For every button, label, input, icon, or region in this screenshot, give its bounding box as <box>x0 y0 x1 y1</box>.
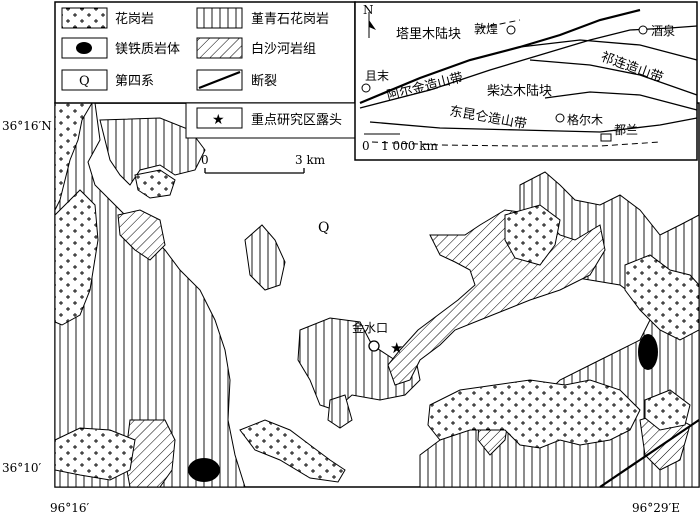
amphibole-granite-west <box>54 102 246 488</box>
inset-label-dulan: 都兰 <box>614 123 638 137</box>
lat-bottom-label: 36°10′ <box>2 461 42 475</box>
map-scale-zero: 0 <box>201 153 209 167</box>
amphibole-granite-small <box>327 394 353 429</box>
inset-north: N <box>363 3 374 17</box>
inset-label-golmud: 格尔木 <box>567 112 603 127</box>
granite-top-blob <box>134 169 176 199</box>
site-marker <box>368 340 380 352</box>
inset-fault-kunlun-north <box>544 91 698 111</box>
inset-fault-dashed-north <box>479 19 521 29</box>
inset-label-dunhuang: 敦煌 <box>474 21 498 36</box>
inset-fault-dashed <box>371 141 661 147</box>
site-label: 金水口 <box>352 320 388 335</box>
outcrop-star: ★ <box>390 339 403 357</box>
north-arrowhead-icon <box>369 20 376 30</box>
legend-label-baishahe: 白沙河岩组 <box>251 41 316 57</box>
ultramafic-body-east <box>638 334 658 370</box>
ultramafic-body-south <box>188 458 220 482</box>
granite-south-west <box>54 427 136 481</box>
lon-right-label: 96°29′E <box>632 501 680 515</box>
legend-label-outcrop: 重点研究区露头 <box>251 112 342 128</box>
fault-southeast <box>599 419 700 488</box>
granite-east-large <box>624 254 700 341</box>
legend-ultramafic-icon <box>76 42 92 54</box>
inset-label-jiuquan: 酒泉 <box>651 24 675 38</box>
inset-label-qaidam: 柴达木陆块 <box>487 83 552 99</box>
inset-study-area-box <box>600 133 612 142</box>
legend-label-quaternary: 第四系 <box>115 74 154 89</box>
legend-label-amphibole: 堇青石花岗岩 <box>251 11 329 27</box>
legend-outcrop-symbol: ★ <box>212 112 225 128</box>
amphibole-granite-mid <box>297 317 421 411</box>
inset-fault-qilian-south <box>529 59 698 96</box>
lon-left-label: 96°16′ <box>50 501 90 515</box>
inset-city-dunhuang <box>506 25 516 35</box>
inset-city-jiuquan <box>638 25 648 35</box>
inset-fault-qilian-north <box>519 39 698 61</box>
legend-swatch-quaternary <box>61 69 108 91</box>
amphibole-granite-north <box>99 117 206 186</box>
inset-fault-altun-south <box>359 25 698 109</box>
baishahe-formation-west <box>117 209 166 261</box>
granite-south-east <box>427 379 641 449</box>
inset-label-tarim: 塔里木陆块 <box>396 26 461 42</box>
legend-fault-icon <box>198 70 241 90</box>
inset-scale-label: 0 1 000 km <box>362 139 439 153</box>
inset-fault-kunlun <box>369 117 698 133</box>
quaternary-map-label: Q <box>318 220 329 236</box>
legend-quaternary-symbol: Q <box>79 74 90 89</box>
legend-label-ultramafic: 镁铁质岩体 <box>115 42 180 57</box>
map-scale-end: 3 km <box>295 153 326 167</box>
granite-east-small <box>644 389 691 431</box>
lat-top-label: 36°16′N <box>2 119 52 133</box>
inset-city-golmud <box>555 113 565 123</box>
amphibole-granite-center <box>244 224 286 291</box>
legend-label-fault: 断裂 <box>251 74 277 89</box>
inset-city-qiemo <box>361 83 371 93</box>
granite-west-strip <box>54 189 99 326</box>
legend-swatch-outcrop <box>196 107 243 129</box>
granite-south-center <box>239 419 346 483</box>
legend-swatch-baishahe <box>196 37 243 59</box>
inset-label-qiemo: 且末 <box>365 69 389 83</box>
granite-nw <box>54 102 93 211</box>
legend-swatch-amphibole <box>196 7 243 29</box>
legend-swatch-granite <box>61 7 108 29</box>
granite-east-patch <box>504 204 561 266</box>
legend-label-granite: 花岗岩 <box>115 11 154 27</box>
inset-map <box>354 1 698 161</box>
